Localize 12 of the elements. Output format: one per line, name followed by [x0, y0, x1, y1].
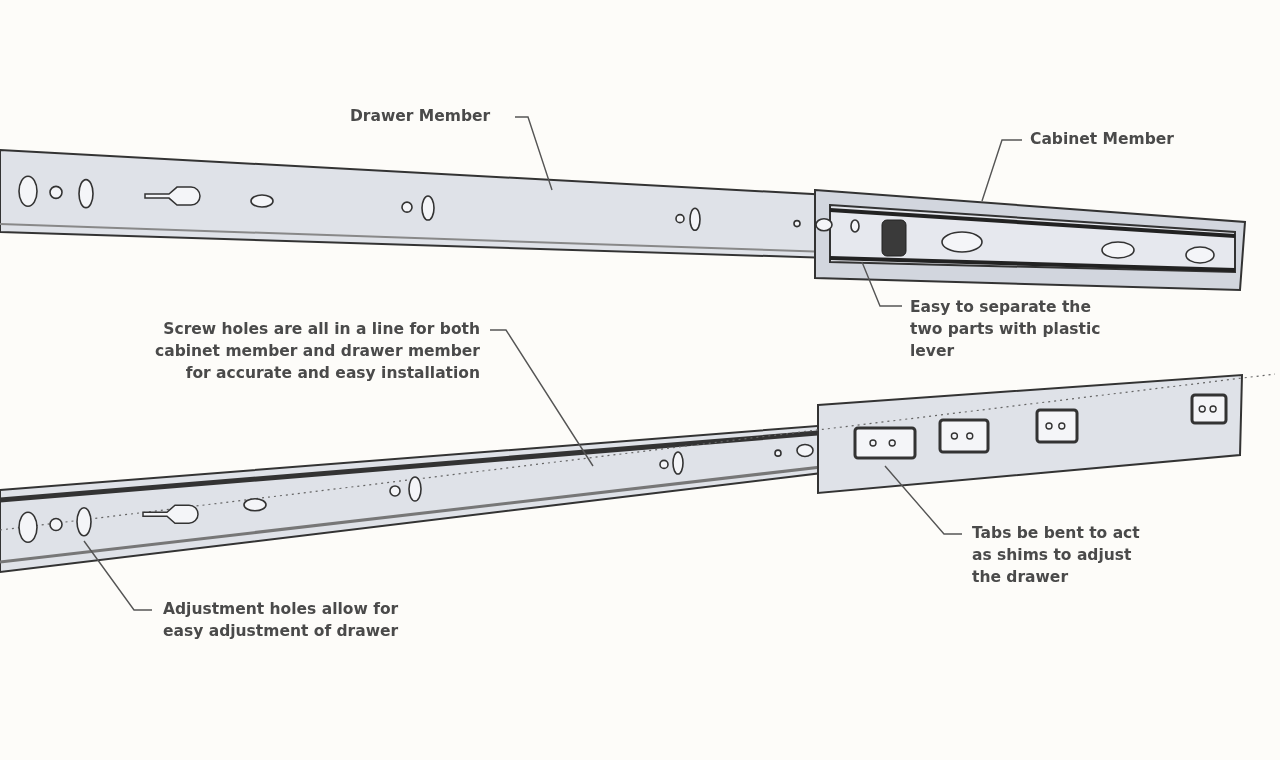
- callout-text: Drawer Member: [350, 105, 520, 127]
- leader-line: [861, 261, 903, 307]
- callout-text: Cabinet Member: [1030, 128, 1200, 150]
- leader-line: [884, 465, 963, 535]
- callout-text: Screw holes are all in a line for both cabinet member and drawer member for accurate and easy installation: [150, 318, 480, 384]
- callout-text: Adjustment holes allow for easy adjustment of drawer: [163, 598, 413, 642]
- callout-text: Tabs be bent to act as shims to adjust the drawer: [972, 522, 1152, 588]
- leader-line: [489, 329, 594, 467]
- leader-line: [981, 139, 1023, 202]
- callout-text: Easy to separate the two parts with plastic lever: [910, 296, 1125, 362]
- leader-line: [514, 116, 553, 191]
- leader-line: [83, 540, 153, 611]
